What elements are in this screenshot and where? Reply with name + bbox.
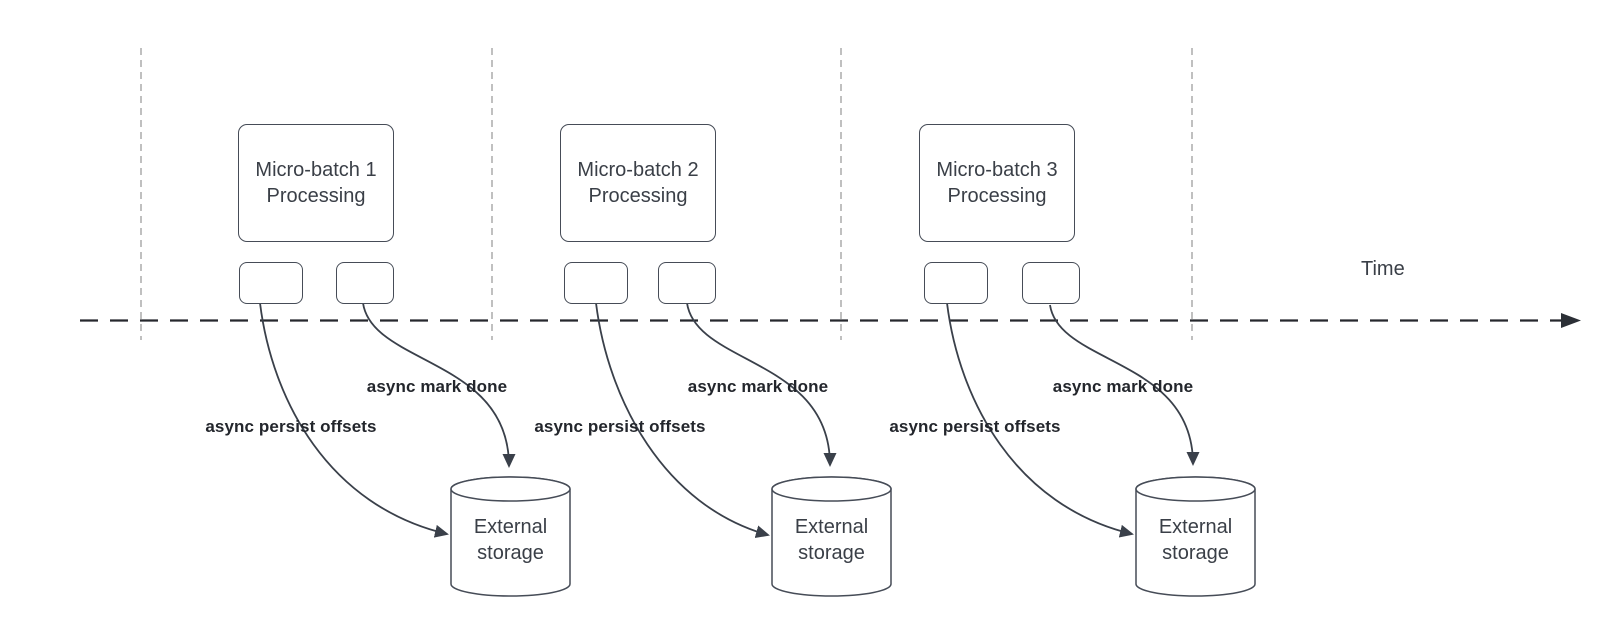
micro-batch-1-processing-box: Micro-batch 1 Processing [238, 124, 394, 242]
async-mark-done-label-2: async mark done [687, 377, 829, 396]
micro-batch-1-title: Micro-batch 1 [255, 159, 377, 181]
external-storage-label-2: External storage [772, 477, 891, 589]
external-storage-cylinder-1 [450, 476, 571, 597]
external-storage-cylinder-2 [771, 476, 892, 597]
external-storage-line1: External [473, 516, 548, 538]
async-mark-done-arrow-2 [686, 302, 837, 467]
async-persist-offsets-arrow-2 [595, 302, 770, 539]
external-storage-line2: storage [1162, 542, 1229, 564]
external-storage-label-3: External storage [1136, 477, 1255, 589]
async-mark-done-label-3: async mark done [1052, 377, 1194, 396]
micro-batch-3-task-box-right [1022, 262, 1080, 304]
external-storage-cylinder-3 [1135, 476, 1256, 597]
external-storage-line2: storage [798, 542, 865, 564]
async-persist-offsets-arrow-3 [946, 302, 1134, 538]
micro-batch-3-title: Micro-batch 3 [936, 159, 1058, 181]
external-storage-line2: storage [477, 542, 544, 564]
micro-batch-2-task-box-right [658, 262, 716, 304]
async-persist-offsets-label-2: async persist offsets [534, 417, 706, 436]
async-persist-offsets-label-3: async persist offsets [889, 417, 1061, 436]
micro-batch-1-task-box-right [336, 262, 394, 304]
micro-batch-2-subtitle: Processing [588, 185, 688, 207]
cylinder-top [1135, 476, 1256, 502]
micro-batch-1-task-box-left [239, 262, 303, 304]
time-axis-label: Time [1361, 258, 1405, 280]
external-storage-label-1: External storage [451, 477, 570, 589]
micro-batch-2-title: Micro-batch 2 [577, 159, 699, 181]
micro-batch-2-processing-box: Micro-batch 2 Processing [560, 124, 716, 242]
micro-batch-3-processing-box: Micro-batch 3 Processing [919, 124, 1075, 242]
micro-batch-3-subtitle: Processing [947, 185, 1047, 207]
external-storage-line1: External [1158, 516, 1233, 538]
async-persist-offsets-arrow-1 [259, 302, 449, 538]
micro-batch-3-task-box-left [924, 262, 988, 304]
async-mark-done-label-1: async mark done [366, 377, 508, 396]
async-mark-done-arrow-3 [1049, 304, 1200, 466]
micro-batch-1-subtitle: Processing [266, 185, 366, 207]
cylinder-top [771, 476, 892, 502]
micro-batch-2-task-box-left [564, 262, 628, 304]
async-mark-done-arrow-1 [362, 302, 516, 468]
async-persist-offsets-label-1: async persist offsets [205, 417, 377, 436]
external-storage-line1: External [794, 516, 869, 538]
cylinder-top [450, 476, 571, 502]
